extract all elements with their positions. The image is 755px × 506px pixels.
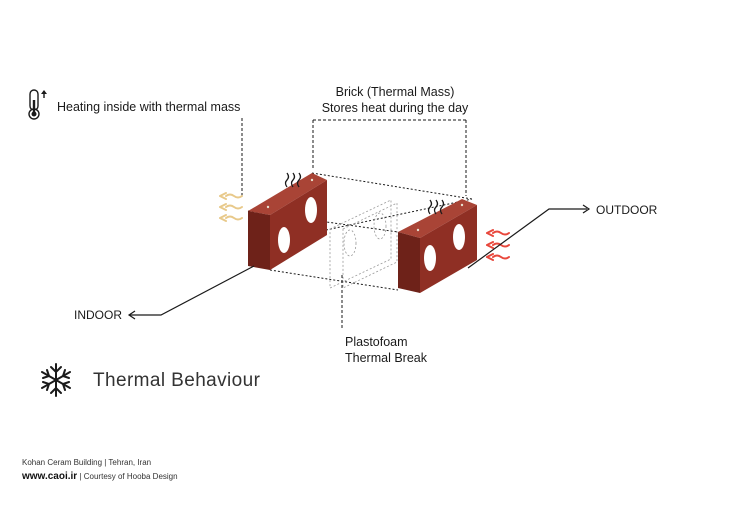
arrow-left-icon: [127, 310, 136, 320]
footer-credit: www.caoi.ir | Courtesy of Hooba Design: [22, 471, 178, 482]
footer-credit-text: Courtesy of Hooba Design: [83, 472, 178, 481]
heating-label: Heating inside with thermal mass: [57, 100, 241, 114]
outdoor-leader: [467, 208, 587, 269]
brick-right: [398, 199, 477, 293]
plastofoam-label-line2: Thermal Break: [345, 351, 427, 365]
diagram-title: Thermal Behaviour: [93, 370, 261, 391]
brick-bracket: [312, 119, 467, 196]
indoor-label: INDOOR: [74, 308, 122, 322]
snowflake-icon: [41, 363, 71, 397]
heat-wave-icon: [284, 172, 302, 188]
brick-label: Brick (Thermal Mass) Stores heat during …: [300, 84, 490, 116]
plastofoam-label: Plastofoam Thermal Break: [345, 334, 485, 366]
heat-wave-icon: [427, 199, 445, 215]
brick-label-line1: Brick (Thermal Mass): [335, 85, 455, 99]
footer-separator: |: [79, 472, 82, 481]
footer-location: Kohan Ceram Building | Tehran, Iran: [22, 458, 152, 467]
outdoor-heat-wave-icon: [486, 229, 510, 261]
arrow-right-icon: [582, 204, 591, 214]
brick-left: [248, 173, 327, 270]
outdoor-label: OUTDOOR: [596, 203, 658, 217]
thermal-break-panel: [329, 199, 398, 289]
plastofoam-label-line1: Plastofoam: [345, 335, 408, 349]
footer-site-link[interactable]: www.caoi.ir: [22, 471, 78, 482]
brick-label-line2: Stores heat during the day: [321, 101, 469, 115]
indoor-leader: [130, 265, 255, 316]
thermometer-up-icon: [28, 89, 47, 120]
indoor-heat-wave-icon: [219, 192, 243, 222]
